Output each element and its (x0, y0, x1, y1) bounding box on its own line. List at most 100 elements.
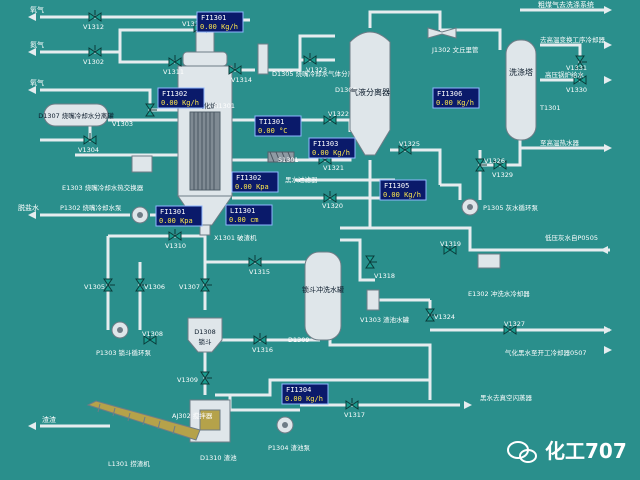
fi1303-value: 0.00 Kg/h (312, 149, 350, 157)
d1307-label: D1307 烧嘴冷却水分离罐 (38, 111, 114, 120)
valve-v1324[interactable]: V1324 (425, 308, 455, 322)
scrubber-column (505, 39, 537, 141)
fi1301-display[interactable]: FI1301 0.00 Kg/h (196, 11, 244, 33)
fi1303-tag: FI1303 (313, 140, 338, 148)
valve-label: V1303 (112, 120, 133, 128)
valve-label: V1320 (322, 202, 343, 210)
d1305-label: D1305 烧嘴冷却水气体分离器 (272, 69, 361, 78)
valve-v1316[interactable]: V1316 (252, 333, 273, 354)
venturi-icon (427, 27, 457, 39)
li1301-display[interactable]: LI1301 0.00 cm (225, 204, 273, 226)
valve-v1314[interactable]: V1314 (228, 63, 252, 84)
valve-v1331[interactable]: V1331 (566, 55, 587, 72)
valve-label: V1317 (344, 411, 365, 419)
valve-v1326[interactable]: V1326 (475, 157, 505, 172)
p1304-pump[interactable] (276, 416, 294, 434)
d1309-tag: D1309 (288, 336, 310, 344)
valve-label: V1306 (144, 283, 165, 291)
d1307-drum (43, 103, 109, 127)
valve-v1304[interactable]: V1304 (78, 133, 99, 154)
valve-v1305[interactable]: V1305 (84, 278, 115, 292)
e1302-label: E1302 冲洗水冷却器 (468, 289, 530, 298)
valve-label: V1324 (434, 313, 455, 321)
valve-label: V1307 (179, 283, 200, 291)
valve-v1308[interactable]: V1308 (142, 330, 163, 345)
valve-v1330[interactable]: V1330 (566, 73, 587, 94)
fi1301-value: 0.00 Kg/h (200, 23, 238, 31)
fi1306-value: 0.00 Kg/h (436, 99, 474, 107)
valve-v1307[interactable]: V1307 (179, 278, 212, 292)
valve-label: V1310 (165, 242, 186, 250)
d1308-label: 锁斗 (199, 337, 213, 346)
valve-v1315[interactable]: V1315 (248, 255, 270, 276)
valve-v1303[interactable]: V1303 (112, 103, 157, 128)
arrow-right-icon (464, 401, 472, 409)
gasifier-tag: R1301 (214, 102, 235, 110)
fi1304-display[interactable]: FI1304 0.00 Kg/h (281, 383, 329, 405)
valve-label: V1316 (252, 346, 273, 354)
slag-conveyor (86, 400, 201, 441)
valve-v1322[interactable]: V1322 (323, 110, 349, 125)
fi1302-display[interactable]: FI1302 0.00 Kg/h (157, 87, 205, 109)
valve-v1318[interactable]: V1318 (365, 255, 395, 280)
valve-v1325[interactable]: V1325 (398, 140, 420, 155)
valve-v1311[interactable]: V1311 (163, 55, 184, 76)
p1302-pump[interactable] (131, 206, 149, 224)
stream-to-gasify-water: 气化黑水至开工冷却器0507 (505, 348, 587, 357)
p1305-pump[interactable] (461, 198, 479, 216)
valve-label: V1314 (231, 76, 252, 84)
fi1303-display[interactable]: FI1303 0.00 Kg/h (308, 137, 356, 159)
valve-label: V1302 (83, 58, 104, 66)
stream-oxygen-top: 氧气 (30, 5, 44, 14)
valve-v1323[interactable]: V1323 (303, 53, 327, 74)
valve-label: V1323 (306, 66, 327, 74)
fi1305-display[interactable]: FI1305 0.00 Kg/h (379, 179, 427, 201)
ti1301-display[interactable]: TI1301 0.00 °C (254, 115, 302, 137)
valve-label: V1311 (163, 68, 184, 76)
p1303-pump[interactable] (111, 321, 129, 339)
fi1302b-display[interactable]: FI1302 0.00 Kpa (231, 171, 279, 193)
fi1301b-tag: FI1301 (160, 208, 185, 216)
venturi-label: J1302 文丘里管 (431, 45, 479, 54)
fi1301b-value: 0.00 Kpa (159, 217, 193, 225)
l1301-label: L1301 捞渣机 (108, 459, 150, 468)
d1304-label: 气液分离器 (350, 87, 390, 97)
arrow-right-icon (604, 144, 612, 152)
fi1301b-display[interactable]: FI1301 0.00 Kpa (155, 205, 203, 227)
stream-to-scrubber: 粗煤气去洗涤系统 (538, 0, 594, 9)
stream-to-conversion: 去高温变换工序冷却器 (540, 35, 606, 44)
p1303-label: P1303 锁斗循环泵 (96, 348, 152, 357)
valve-v1312[interactable]: V1312 (83, 10, 104, 31)
ti1301-value: 0.00 °C (258, 127, 288, 135)
fi1306-tag: FI1306 (437, 90, 462, 98)
valve-v1327[interactable]: V1327 (503, 320, 525, 335)
valve-v1319[interactable]: V1319 (440, 240, 461, 255)
valve-label: V1322 (328, 110, 349, 118)
gasifier-label: 气化炉 (197, 101, 217, 110)
arrow-left-icon (28, 13, 36, 21)
arrow-left-icon (28, 422, 36, 430)
valve-v1329[interactable]: V1329 (492, 158, 513, 179)
stream-desalted-water: 脱盐水 (18, 203, 39, 212)
valve-v1320[interactable]: V1320 (322, 191, 343, 210)
arrow-right-icon (604, 326, 612, 334)
stream-nitrogen: 氮气 (30, 40, 44, 49)
d1304-tag: D1304 (335, 86, 357, 94)
valve-v1317[interactable]: V1317 (344, 398, 365, 419)
valve-v1310[interactable]: V1310 (165, 229, 186, 250)
valve-v1302[interactable]: V1302 (83, 45, 104, 66)
d1309-label: 锁斗冲洗水罐 (302, 285, 344, 294)
breaker-label: X1301 破渣机 (214, 233, 257, 242)
arrow-left-icon (28, 48, 36, 56)
wechat-watermark: 化工707 (507, 439, 627, 463)
fi1301-tag: FI1301 (201, 14, 226, 22)
valve-v1306[interactable]: V1306 (135, 278, 165, 292)
valve-label: V1325 (399, 140, 420, 148)
valve-v1309[interactable]: V1309 (177, 371, 212, 385)
p1304-label: P1304 渣池泵 (268, 443, 311, 452)
fi1306-display[interactable]: FI1306 0.00 Kg/h (432, 87, 480, 109)
stream-to-vacuum: 黑水去真空闪蒸器 (480, 393, 533, 402)
gasifier-vessel (177, 31, 233, 236)
arrow-left-icon (28, 211, 36, 219)
stream-to-boiler: 高压锅炉给水 (545, 70, 585, 79)
